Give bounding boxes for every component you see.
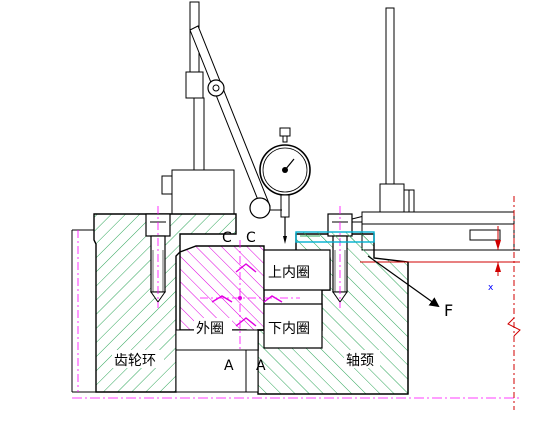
section-c-right: C (246, 230, 256, 246)
force-label: F (444, 301, 453, 320)
gear-ring (71, 213, 237, 393)
label-gear-ring: 齿轮环 (114, 353, 156, 369)
force-arrow: F (367, 255, 453, 320)
gear-bolt (145, 206, 171, 308)
bottom-base (175, 349, 259, 393)
label-upper-inner-ring: 上内圈 (268, 265, 310, 281)
label-lower-inner-ring: 下内圈 (268, 321, 310, 337)
dimension-x: x (488, 226, 521, 337)
base-plate (361, 211, 515, 251)
label-outer-ring: 外圈 (196, 321, 224, 337)
clamp-plate (295, 231, 375, 243)
section-a-left: A (224, 358, 234, 374)
section-c-left: C (222, 230, 232, 246)
section-a-right: A (256, 358, 266, 374)
dial-indicator (259, 127, 311, 244)
reference-lines (72, 196, 520, 410)
label-journal: 轴颈 (346, 353, 374, 369)
right-stand (339, 7, 415, 225)
indicator-arm (189, 25, 271, 219)
dim-x-label: x (488, 283, 494, 293)
